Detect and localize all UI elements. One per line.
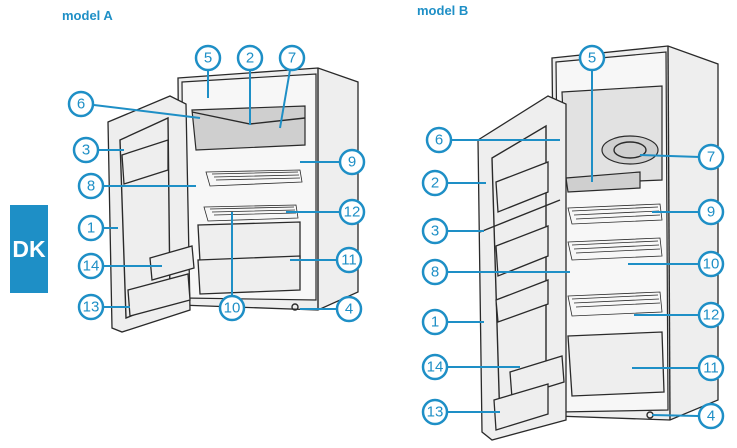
model-b-callouts: 5 6 7 2 9 3 10 8 12 1 11 14 13 4	[421, 44, 725, 430]
callout-b-4: 4	[697, 402, 725, 430]
svg-text:4: 4	[345, 301, 353, 318]
callout-a-11: 11	[335, 246, 363, 274]
callout-a-14: 14	[77, 252, 105, 280]
svg-text:9: 9	[707, 204, 715, 221]
svg-text:6: 6	[435, 132, 443, 149]
svg-text:13: 13	[83, 299, 100, 316]
callout-a-10: 10	[218, 294, 246, 322]
svg-text:10: 10	[703, 256, 720, 273]
callout-a-9: 9	[338, 148, 366, 176]
svg-text:12: 12	[703, 307, 720, 324]
model-b-title: model B	[417, 3, 469, 18]
svg-text:2: 2	[431, 175, 439, 192]
callout-a-5: 5	[194, 44, 222, 72]
svg-text:10: 10	[224, 300, 241, 317]
svg-text:6: 6	[77, 96, 85, 113]
callout-b-12: 12	[697, 301, 725, 329]
callout-a-3: 3	[72, 136, 100, 164]
callout-b-13: 13	[421, 398, 449, 426]
svg-text:8: 8	[87, 178, 95, 195]
svg-text:2: 2	[246, 50, 254, 67]
callout-b-3: 3	[421, 217, 449, 245]
callout-a-1: 1	[77, 214, 105, 242]
callout-a-2: 2	[236, 44, 264, 72]
model-a-title: model A	[62, 8, 113, 23]
callout-b-10: 10	[697, 250, 725, 278]
svg-text:3: 3	[431, 223, 439, 240]
callout-b-8: 8	[421, 258, 449, 286]
svg-text:4: 4	[707, 408, 715, 425]
svg-text:12: 12	[344, 204, 361, 221]
svg-text:9: 9	[348, 154, 356, 171]
model-a-callouts: 5 2 7 6 3 9 8 12 1 11 14 10 13 4	[67, 44, 366, 323]
svg-text:5: 5	[588, 50, 596, 67]
svg-text:13: 13	[427, 404, 444, 421]
callout-a-13: 13	[77, 293, 105, 321]
svg-text:1: 1	[87, 220, 95, 237]
callout-a-4: 4	[335, 295, 363, 323]
callout-b-5: 5	[578, 44, 606, 72]
svg-text:1: 1	[431, 314, 439, 331]
callout-b-11: 11	[697, 354, 725, 382]
svg-text:7: 7	[288, 50, 296, 67]
svg-text:14: 14	[83, 258, 100, 275]
callout-a-6: 6	[67, 90, 95, 118]
callout-a-12: 12	[338, 198, 366, 226]
svg-text:11: 11	[703, 360, 719, 377]
svg-text:3: 3	[82, 142, 90, 159]
svg-text:5: 5	[204, 50, 212, 67]
model-a-fridge-drawing	[107, 67, 359, 333]
callout-b-9: 9	[697, 198, 725, 226]
callout-a-8: 8	[77, 172, 105, 200]
model-b-fridge-drawing	[477, 45, 719, 441]
callout-b-1: 1	[421, 308, 449, 336]
callout-b-14: 14	[421, 353, 449, 381]
callout-b-6: 6	[425, 126, 453, 154]
svg-text:14: 14	[427, 359, 444, 376]
language-tab-dk: DK	[10, 205, 48, 293]
svg-text:8: 8	[431, 264, 439, 281]
svg-text:7: 7	[707, 149, 715, 166]
svg-text:11: 11	[341, 252, 357, 269]
callout-b-2: 2	[421, 169, 449, 197]
callout-b-7: 7	[697, 143, 725, 171]
callout-a-7: 7	[278, 44, 306, 72]
